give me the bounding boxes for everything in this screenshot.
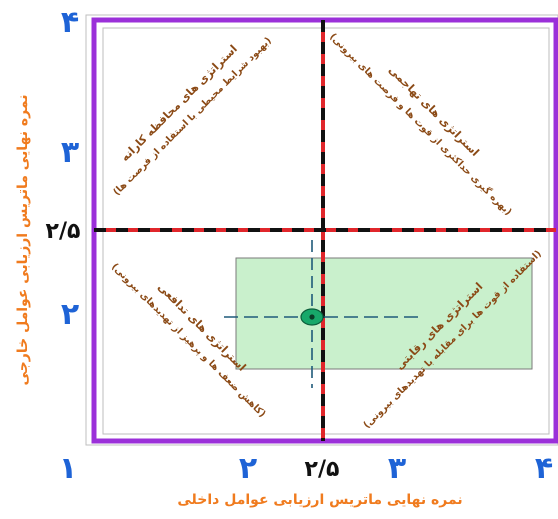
x-tick-3: ۳ bbox=[388, 451, 406, 486]
x-axis-title: نمره نهایی ماتریس ارزیابی عوامل داخلی bbox=[177, 492, 462, 508]
x-tick-1: ۱ bbox=[59, 451, 77, 486]
quadrant-top-right: استراتژی های تهاجمی (بهره گیری حداکثری ا… bbox=[327, 31, 514, 218]
position-zone bbox=[235, 257, 533, 370]
y-axis-title: نمره نهایی ماتریس ارزیابی عوامل خارجی bbox=[15, 95, 31, 386]
y-tick-2: ۲ bbox=[61, 297, 79, 332]
quadrant-top-right-subtitle: (بهره گیری حداکثری از قوت ها و فرصت های … bbox=[327, 31, 514, 218]
x-tick-2-5: ۲/۵ bbox=[305, 457, 340, 482]
x-tick-2: ۲ bbox=[239, 451, 257, 486]
y-tick-3: ۳ bbox=[61, 135, 79, 170]
outer-frame bbox=[85, 14, 558, 446]
quadrant-top-left-title: استراتژی های محافظه کارانه bbox=[118, 42, 240, 164]
x-tick-4: ۴ bbox=[535, 451, 553, 486]
quadrant-top-left-subtitle: (بهبود شرایط محیطی با استفاده از فرصت ها… bbox=[111, 35, 274, 198]
y-tick-2-5: ۲/۵ bbox=[46, 219, 81, 244]
quadrant-top-left: استراتژی های محافظه کارانه (بهبود شرایط … bbox=[111, 35, 274, 198]
y-tick-4: ۴ bbox=[61, 5, 79, 40]
position-marker-center bbox=[309, 314, 315, 320]
